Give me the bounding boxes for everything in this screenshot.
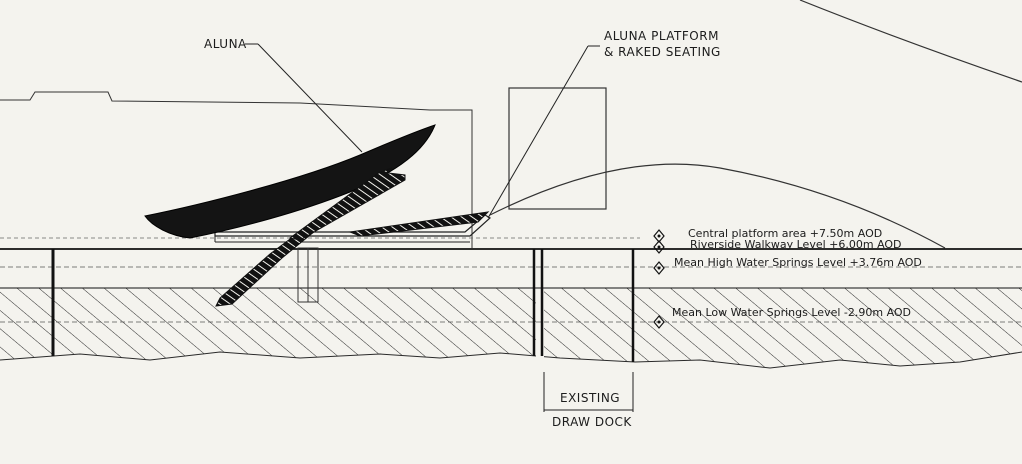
background-arch-lower <box>489 163 946 249</box>
ground-profile-line <box>0 351 1022 369</box>
platform-label-line2: & RAKED SEATING <box>604 45 721 59</box>
level-marker-central-platform: Central platform area +7.50m AOD <box>653 227 882 243</box>
dock-label-line1: EXISTING <box>560 391 620 405</box>
raked-seating <box>348 211 490 237</box>
level-label-mhws: Mean High Water Springs Level +3.76m AOD <box>674 256 922 269</box>
level-label-riverside-walkway: Riverside Walkway Level +6.00m AOD <box>690 238 902 251</box>
ground-hatch <box>0 288 1022 368</box>
aluna-sculpture <box>144 124 436 239</box>
background-arch-upper <box>799 0 1022 83</box>
dock-label-line2: DRAW DOCK <box>552 415 632 429</box>
level-marker-riverside-walkway: Riverside Walkway Level +6.00m AOD <box>653 238 902 254</box>
building-outline <box>0 91 473 248</box>
riverside-building <box>508 87 607 210</box>
level-marker-mhws: Mean High Water Springs Level +3.76m AOD <box>653 256 922 275</box>
platform-label-line1: ALUNA PLATFORM <box>604 29 719 43</box>
level-label-mlws: Mean Low Water Springs Level -2.90m AOD <box>672 306 911 319</box>
level-label-central-platform: Central platform area +7.50m AOD <box>688 227 882 240</box>
aluna-label: ALUNA <box>204 37 247 51</box>
level-marker-mlws: Mean Low Water Springs Level -2.90m AOD <box>653 306 911 329</box>
